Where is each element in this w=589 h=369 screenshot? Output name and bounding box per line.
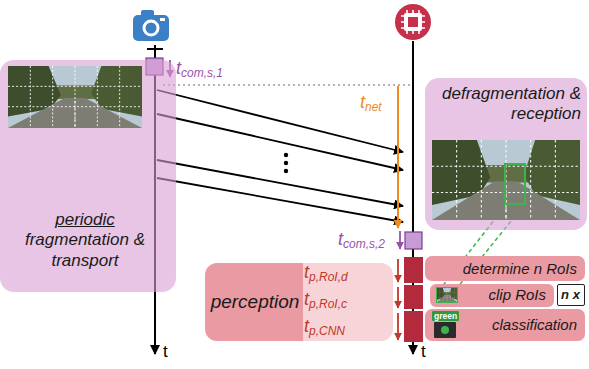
street-scene	[432, 140, 580, 220]
street-scene	[8, 66, 142, 128]
fragment-arrows	[157, 90, 403, 222]
label-anchor: tcom,s,1	[176, 58, 223, 83]
time-label: tp,RoI,c	[304, 289, 347, 314]
label-anchor: tp,RoI,d	[304, 262, 348, 287]
step-bar: clip RoIs	[430, 284, 554, 307]
camera-frame	[432, 140, 580, 220]
processor-disc	[395, 4, 431, 40]
fragment-arrow	[157, 114, 403, 170]
stage-band: perception	[205, 263, 393, 341]
receive-slot	[405, 232, 422, 249]
roi-leader	[441, 205, 506, 288]
processing-block	[404, 285, 423, 309]
send-slot	[146, 58, 163, 75]
street-scene	[436, 287, 458, 303]
processor-icon	[395, 4, 431, 40]
camera-icon	[133, 10, 169, 41]
duration-arrow	[397, 287, 399, 308]
node-text: clip RoIs	[460, 286, 546, 304]
label-anchor: green	[432, 311, 459, 321]
roi-border	[437, 288, 458, 303]
duration-arrow	[169, 60, 171, 77]
reference-line	[163, 84, 410, 86]
processor-chip	[404, 13, 422, 31]
time-label: tnet	[360, 92, 382, 117]
node-text: n x	[558, 287, 583, 303]
node-text: classification	[459, 316, 577, 334]
class-icon	[434, 322, 456, 338]
node-text: defragmentation & reception	[431, 84, 581, 125]
count-box: n x	[557, 284, 585, 306]
label-anchor: t	[163, 342, 168, 362]
time-label: tcom,s,1	[176, 58, 223, 83]
time-label: tp,CNN	[304, 316, 345, 341]
camera-lens	[146, 23, 157, 34]
camera-frame	[8, 66, 142, 128]
duration-arrow	[397, 259, 399, 282]
camera-body	[133, 15, 169, 41]
node-text: periodic fragmentation & transport	[10, 210, 160, 271]
label-anchor: tnet	[360, 92, 382, 117]
processor-core	[408, 17, 418, 27]
sender-timeline	[154, 45, 156, 354]
node-text: perception	[207, 291, 303, 314]
ellipsis-dot	[284, 169, 288, 173]
label-anchor: t	[421, 342, 426, 362]
ellipsis-dot	[284, 153, 288, 157]
processing-blocks	[404, 257, 423, 342]
label-anchor: tcom,s,2	[338, 229, 385, 254]
roi-box	[505, 164, 525, 204]
label-anchor: tp,CNN	[304, 316, 345, 341]
fragment-arrow	[157, 178, 403, 222]
icon-body	[434, 322, 456, 338]
process-panel: periodic fragmentation & transport	[0, 60, 176, 292]
icon-lamp	[441, 326, 449, 334]
step-bar: determine n RoIs	[425, 256, 585, 281]
duration-arrow	[399, 231, 401, 249]
node-text: determine n RoIs	[455, 260, 577, 278]
processing-block	[404, 311, 423, 342]
axis-label: t	[421, 342, 426, 362]
network-delay-arrow	[397, 86, 399, 228]
axis-label: t	[163, 342, 168, 362]
roi-thumbnail	[436, 287, 458, 303]
duration-arrow	[397, 313, 399, 340]
processing-block	[404, 257, 423, 283]
class-tag: green	[432, 311, 459, 321]
camera-lens-ring	[143, 20, 160, 37]
ellipsis-dot	[284, 161, 288, 165]
processor-pins	[401, 10, 425, 34]
camera-flash	[160, 18, 165, 21]
time-label: tp,RoI,d	[304, 262, 348, 287]
step-bar: classification	[425, 309, 585, 341]
roi-leader	[457, 205, 524, 288]
label-anchor: tp,RoI,c	[304, 289, 347, 314]
process-panel: defragmentation & reception	[425, 78, 587, 230]
time-label: tcom,s,2	[338, 229, 385, 254]
